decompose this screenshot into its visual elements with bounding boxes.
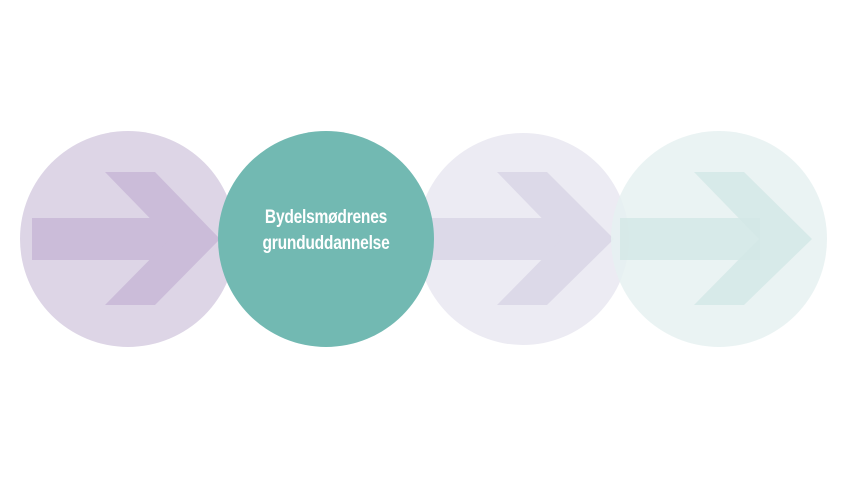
step-label-line-2: grunduddannelse <box>262 233 390 254</box>
step-circle-2 <box>218 131 434 347</box>
step-label-line-1: Bydelsmødrenes <box>264 207 388 228</box>
arrow-icon-4 <box>620 172 812 305</box>
step-label: Bydelsmødrenes grunduddannelse <box>244 205 408 257</box>
arrow-icon-1 <box>32 172 220 305</box>
arrow-icon-3 <box>430 172 614 305</box>
